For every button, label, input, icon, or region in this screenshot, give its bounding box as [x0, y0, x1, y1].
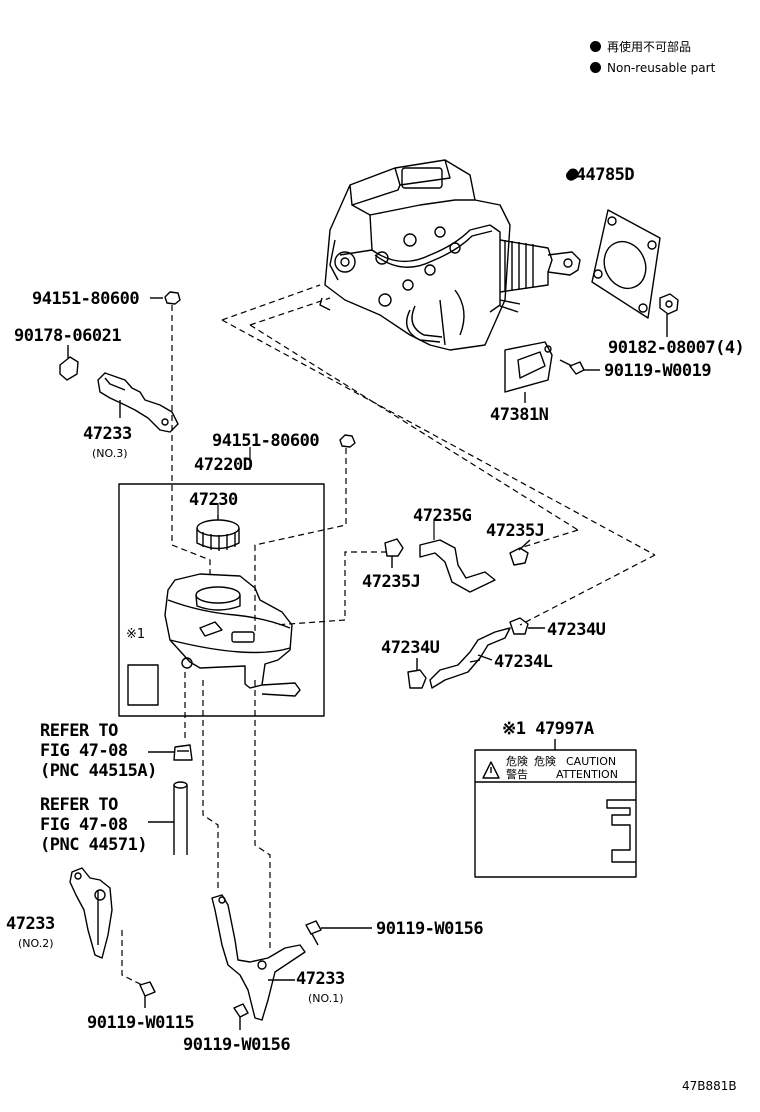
label-47233-no1: 47233 [296, 969, 345, 989]
bolt-w0156-b-drawing [233, 1003, 249, 1030]
hose-clamp-47235j-a-drawing [384, 538, 404, 568]
caution-jp-3: 危険 [534, 755, 556, 768]
hose-clamp-47234u-b-drawing [509, 617, 545, 635]
label-47381n: 47381N [490, 405, 549, 425]
caution-en-1: CAUTION [566, 755, 617, 768]
figure-code: 47B881B [682, 1079, 737, 1093]
label-47235j-a: 47235J [362, 572, 421, 592]
reservoir-tank-drawing [164, 573, 301, 697]
bullet-icon [590, 41, 601, 52]
grommet-44515a-drawing [148, 744, 193, 761]
label-no2: (NO.2) [18, 937, 54, 950]
bolt-w0156-a-drawing [305, 920, 372, 946]
hose-clamp-47235j-b-drawing [509, 539, 531, 566]
legend-text-en: Non-reusable part [607, 61, 716, 75]
refer-2-line-1: REFER TO [40, 795, 118, 815]
clip-94151-a-drawing [150, 291, 181, 305]
bolt-w0115-drawing [139, 981, 156, 1008]
caution-en-2: ATTENTION [556, 768, 618, 781]
refer-2-line-2: FIG 47-08 [40, 815, 128, 835]
label-90119-w0019: 90119-W0019 [604, 361, 712, 381]
hose-clamp-47234u-a-drawing [407, 658, 427, 689]
caution-label-drawing [474, 739, 637, 878]
refer-1-line-1: REFER TO [40, 721, 118, 741]
label-90178-06021: 90178-06021 [14, 326, 122, 346]
bolt-w0019-drawing [559, 359, 600, 375]
label-47234u-b: 47234U [547, 620, 606, 640]
refer-1-line-3: (PNC 44515A) [40, 761, 157, 781]
label-47997a: ※1 47997A [502, 719, 594, 739]
refer-2-line-3: (PNC 44571) [40, 835, 148, 855]
label-47233-no3: 47233 [83, 424, 132, 444]
bullet-icon [590, 62, 601, 73]
brake-actuator-drawing [319, 159, 581, 351]
label-90182-08007: 90182-08007(4) [608, 338, 745, 358]
label-94151-80600-b: 94151-80600 [212, 431, 320, 451]
label-90119-w0156-a: 90119-W0156 [376, 919, 484, 939]
label-47235j-b: 47235J [486, 521, 545, 541]
bracket-no1-drawing [211, 894, 306, 1021]
label-placeholder [127, 664, 159, 706]
label-90119-w0156-b: 90119-W0156 [183, 1035, 291, 1055]
label-94151-80600-a: 94151-80600 [32, 289, 140, 309]
legend-item-en: Non-reusable part [590, 60, 715, 76]
legend-item-jp: 再使用不可部品 [590, 39, 691, 55]
label-44785d: ●44785D [566, 165, 635, 185]
label-47235g: 47235G [413, 506, 472, 526]
label-no3: (NO.3) [92, 447, 128, 460]
clip-94151-b-drawing [339, 434, 356, 448]
nut-drawing [659, 293, 679, 337]
label-47233-no2: 47233 [6, 914, 55, 934]
refer-1-line-2: FIG 47-08 [40, 741, 128, 761]
label-note1: ※1 [126, 627, 146, 642]
bracket-no2-drawing [69, 867, 113, 959]
reservoir-cap-drawing [196, 515, 240, 551]
label-47234l: 47234L [494, 652, 553, 672]
legend-text-jp: 再使用不可部品 [607, 40, 692, 54]
hose-47235g-drawing [419, 539, 496, 593]
label-47220d: 47220D [194, 455, 253, 475]
bracket-47381n-drawing [504, 341, 553, 403]
pipe-44571-drawing [148, 781, 188, 855]
label-47234u-a: 47234U [381, 638, 440, 658]
caution-jp-1: 危険 [506, 755, 528, 768]
label-47230: 47230 [189, 490, 238, 510]
label-no1: (NO.1) [308, 992, 344, 1005]
caution-jp-2: 警告 [506, 768, 528, 781]
hose-47234l-drawing [429, 627, 511, 689]
gasket-drawing [591, 209, 661, 319]
grommet-90178-drawing [59, 345, 79, 381]
label-90119-w0115: 90119-W0115 [87, 1013, 195, 1033]
reservoir-assembly-box [118, 483, 325, 717]
bracket-no3-drawing [97, 372, 179, 433]
